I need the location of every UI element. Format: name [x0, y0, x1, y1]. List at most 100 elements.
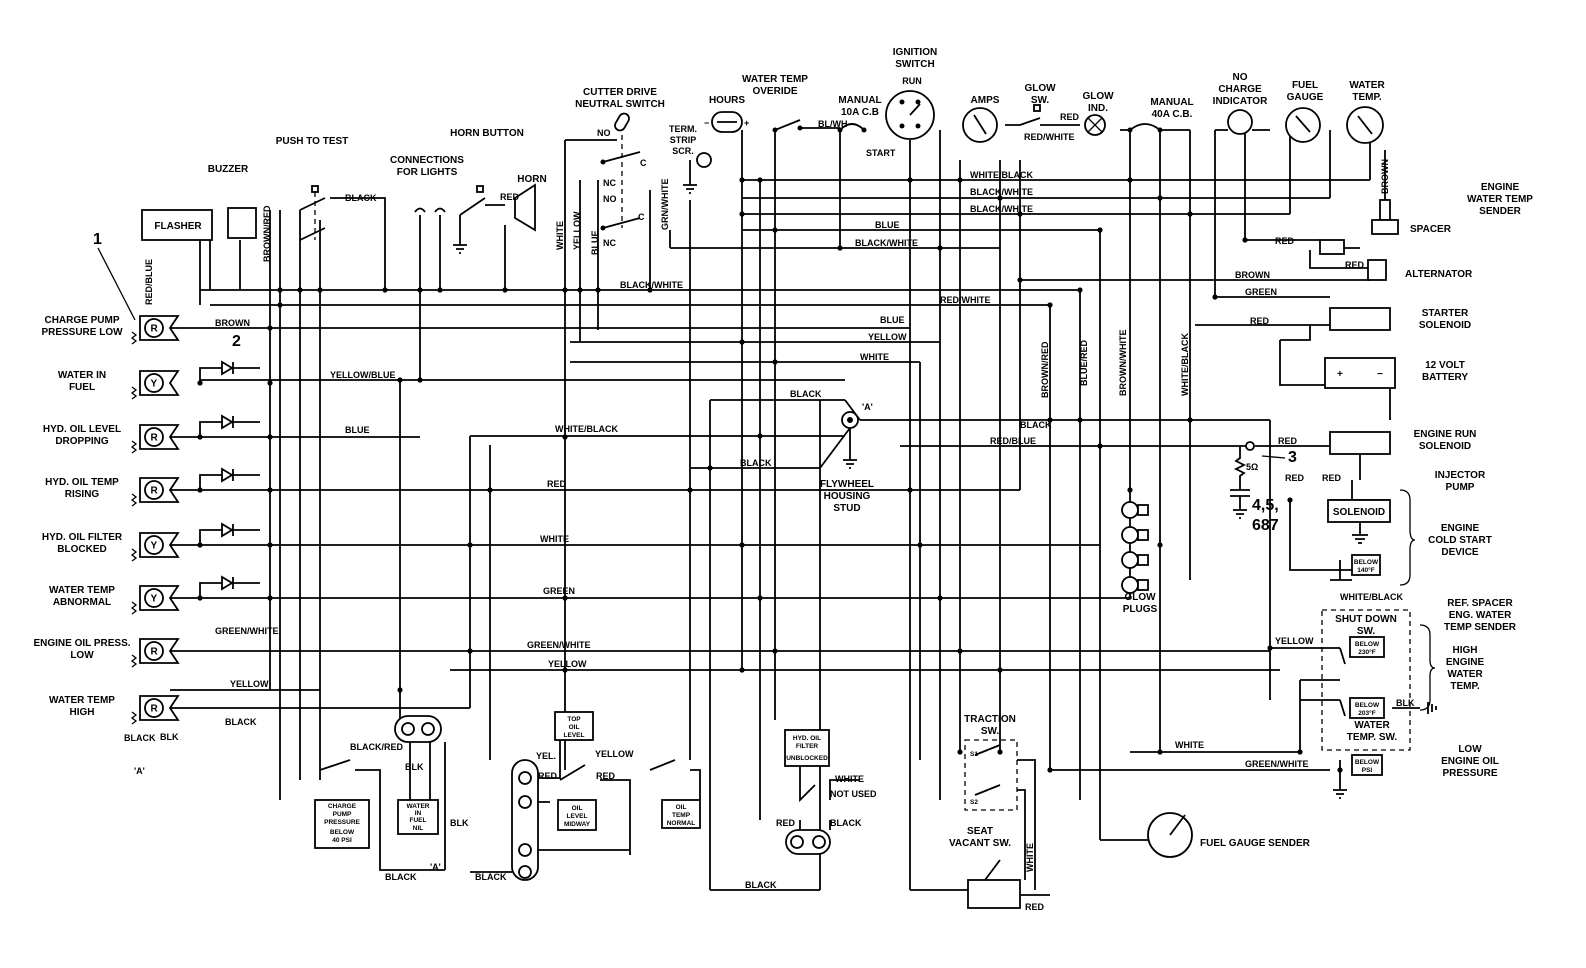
- low-oil-label-3: PRESSURE: [1442, 768, 1497, 779]
- wl-green-starter: GREEN: [1245, 287, 1277, 297]
- junction-dot: [562, 287, 568, 293]
- wf-box-1: WATER: [407, 803, 430, 810]
- wl-red-oil-1: RED: [538, 771, 558, 781]
- indicator-label: HYD. OIL TEMP: [45, 477, 119, 488]
- glow-plug: [1121, 526, 1139, 544]
- junction-dot: [707, 465, 713, 471]
- lamp-bulb: [144, 588, 164, 608]
- hours-label: HOURS: [709, 95, 745, 106]
- diode-lead: [199, 421, 260, 437]
- resistor-label: 5Ω: [1246, 462, 1258, 472]
- junction-dot: [1187, 211, 1193, 217]
- junction-dot: [772, 359, 778, 365]
- sender-label-1: ENGINE: [1481, 182, 1520, 193]
- wl-red-white-main: RED/WHITE: [940, 295, 991, 305]
- lamp-bulb: [144, 641, 164, 661]
- run-solenoid-label-2: SOLENOID: [1419, 441, 1471, 452]
- indicator-label: ENGINE OIL PRESS.: [33, 638, 130, 649]
- below-230-box: [1349, 636, 1385, 658]
- wl-white-black-cold: WHITE/BLACK: [1340, 592, 1403, 602]
- glow-indicator: [1084, 114, 1106, 136]
- junction-dot: [687, 487, 693, 493]
- junction-dot: [577, 287, 583, 293]
- fuel-gauge: [1285, 107, 1321, 143]
- junction-dot: [277, 302, 283, 308]
- no-charge-label-1: NO: [1233, 72, 1248, 83]
- junction-dot: [1187, 417, 1193, 423]
- lamp-housing: [139, 532, 180, 558]
- glow-plug-body: [1137, 554, 1149, 566]
- junction-dot: [1287, 497, 1293, 503]
- diode-icon: [221, 575, 234, 591]
- starter-label-2: SOLENOID: [1419, 320, 1471, 331]
- lamp-bulb: [144, 318, 164, 338]
- wf-box-2: IN: [415, 810, 422, 817]
- wl-yellow-shutdown: YELLOW: [1275, 636, 1314, 646]
- flywheel-label-1: FLYWHEEL: [820, 479, 874, 490]
- cutter-c-1: C: [640, 158, 647, 168]
- lamp-letter: Y: [151, 379, 158, 390]
- engine-run-solenoid-box: [1329, 431, 1391, 455]
- glow-switch: [1005, 104, 1080, 126]
- lamp-housing: [139, 477, 180, 503]
- flywheel-label-3: STUD: [833, 503, 860, 514]
- override-label-1: WATER TEMP: [742, 74, 808, 85]
- lamp-letter: R: [151, 324, 159, 335]
- below-140-box: [1351, 554, 1381, 576]
- ignition-label-1: IGNITION: [893, 47, 937, 58]
- lamp-resistor: [130, 601, 138, 615]
- junction-dot: [957, 749, 963, 755]
- no-charge-label-2: CHARGE: [1218, 84, 1262, 95]
- junction-dot: [1077, 417, 1083, 423]
- oil-temp-2: TEMP: [672, 812, 691, 819]
- blk-gnd-label: BLK: [1396, 698, 1415, 708]
- screw-head: [696, 152, 712, 168]
- manual-40a-breaker: [1120, 123, 1190, 133]
- flywheel-stud: [819, 399, 861, 469]
- junction-dot: [937, 245, 943, 251]
- manual-10a-label-2: 10A C.B: [841, 107, 879, 118]
- junction-dot: [197, 487, 203, 493]
- cutter-nc-2: NC: [603, 238, 616, 248]
- lamp-letter: R: [151, 486, 159, 497]
- hyd-filter-1: HYD. OIL: [793, 735, 821, 742]
- injector-label-2: PUMP: [1446, 482, 1475, 493]
- battery-minus: −: [1377, 369, 1383, 380]
- junction-dot: [267, 487, 273, 493]
- indicator-label: DROPPING: [55, 436, 109, 447]
- junction-dot: [1047, 417, 1053, 423]
- wl-black-white-2: BLACK/WHITE: [970, 187, 1033, 197]
- cutter-label-2: NEUTRAL SWITCH: [575, 99, 665, 110]
- shut-down-label-1: SHUT DOWN: [1335, 614, 1397, 625]
- water-temp-gauge-label-1: WATER: [1349, 80, 1385, 91]
- junction-dot: [772, 227, 778, 233]
- junction-dot: [1047, 767, 1053, 773]
- fuel-gauge-label-1: FUEL: [1292, 80, 1318, 91]
- lamp-letter: Y: [151, 541, 158, 552]
- injector-label-1: INJECTOR: [1435, 470, 1486, 481]
- right-components: [1230, 239, 1437, 799]
- battery-label-2: BATTERY: [1422, 372, 1468, 383]
- b230-2: 230°F: [1358, 648, 1375, 656]
- wl-blk-2: BLK: [450, 818, 469, 828]
- wl-red-blue: RED/BLUE: [990, 436, 1036, 446]
- indicator-label: HIGH: [70, 707, 95, 718]
- below-203-box: [1349, 697, 1385, 719]
- junction-dot: [297, 287, 303, 293]
- ref-spacer-label-2: ENG. WATER: [1449, 610, 1512, 621]
- flasher-label: FLASHER: [154, 221, 202, 232]
- wl-black-white-3: BLACK/WHITE: [970, 204, 1033, 214]
- vertical-wires: [199, 130, 1391, 890]
- wl-brown-v: BROWN: [1380, 159, 1390, 194]
- no-charge-label-3: INDICATOR: [1213, 96, 1268, 107]
- push-to-test-label: PUSH TO TEST: [276, 136, 349, 147]
- hyd-filter-2: FILTER: [796, 743, 819, 750]
- midway-2: LEVEL: [567, 813, 588, 820]
- lamp-letter: R: [151, 433, 159, 444]
- junction-dot: [757, 595, 763, 601]
- wl-yellow-row: YELLOW: [548, 659, 587, 669]
- lamp-housing: [139, 585, 180, 611]
